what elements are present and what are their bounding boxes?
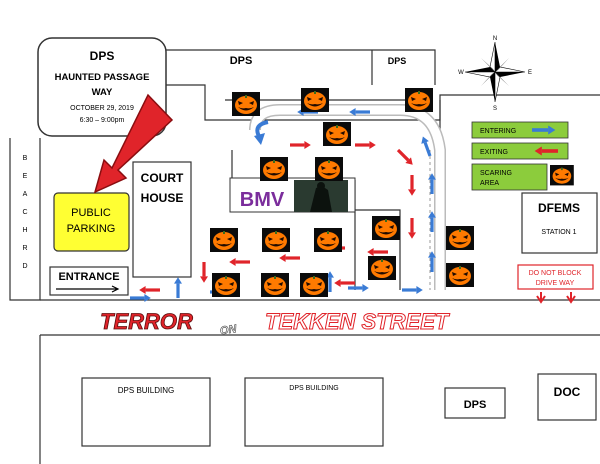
notice-line1: DO NOT BLOCK — [529, 270, 582, 277]
scaring-area — [315, 157, 343, 181]
exiting-arrow — [229, 258, 250, 266]
legend-exiting: EXITING — [480, 149, 508, 156]
exiting-arrow — [200, 262, 208, 283]
compass-w: W — [458, 70, 464, 76]
scaring-area — [261, 273, 289, 297]
pointer-arrow — [93, 93, 174, 194]
exiting-arrow — [395, 147, 416, 168]
compass-s: S — [493, 106, 497, 112]
exiting-arrow — [290, 141, 311, 149]
station-label: STATION 1 — [541, 229, 576, 236]
event-title-line1: DPS — [90, 49, 115, 63]
scaring-area — [210, 228, 238, 252]
bmv-building: BMV — [229, 177, 356, 213]
entering-arrow — [402, 286, 423, 294]
court-house: COURT HOUSE — [132, 161, 192, 278]
exiting-arrow — [408, 175, 416, 196]
do-not-block-sign: DO NOT BLOCK DRIVE WAY — [517, 264, 594, 304]
exiting-arrow — [367, 248, 388, 256]
scaring-area — [314, 228, 342, 252]
exiting-arrow — [408, 218, 416, 239]
scaring-area — [368, 256, 396, 280]
exiting-arrow — [334, 279, 355, 287]
event-title-box: DPS HAUNTED PASSAGE WAY OCTOBER 29, 2019… — [37, 37, 167, 137]
dps-building-left-label: DPS BUILDING — [118, 386, 174, 395]
banner-terror: TERROR — [100, 309, 193, 334]
event-title-line2: HAUNTED PASSAGE — [55, 72, 150, 83]
legend: ENTERING EXITING SCARING AREA — [471, 121, 574, 191]
dps-building-mid-label: DPS BUILDING — [289, 385, 338, 392]
entering-arrow — [130, 294, 151, 302]
entering-arrows — [130, 108, 436, 302]
event-date: OCTOBER 29, 2019 — [70, 105, 134, 112]
notice-line2: DRIVE WAY — [536, 280, 575, 287]
bottom-buildings: DPS BUILDING DPS BUILDING DPS DOC — [81, 373, 597, 447]
svg-text:H: H — [22, 227, 27, 234]
legend-entering: ENTERING — [480, 128, 516, 135]
svg-text:A: A — [23, 191, 28, 198]
bmv-label: BMV — [240, 189, 285, 211]
scaring-area — [301, 88, 329, 112]
scaring-area — [405, 88, 433, 112]
compass-n: N — [493, 36, 497, 42]
scaring-area — [212, 273, 240, 297]
event-title-line3: WAY — [92, 87, 113, 98]
svg-text:E: E — [23, 173, 28, 180]
exiting-arrow — [355, 141, 376, 149]
court-house-line1: COURT — [141, 171, 184, 185]
svg-text:D: D — [22, 263, 27, 270]
event-time: 6:30 – 9:00pm — [80, 117, 125, 124]
exiting-arrow — [139, 286, 160, 294]
compass-rose: N S E W — [458, 36, 532, 112]
entering-arrow — [174, 277, 182, 298]
entering-arrow — [348, 284, 369, 292]
doc-label: DOC — [554, 385, 581, 399]
compass-e: E — [528, 70, 532, 76]
banner-tekken: TEKKEN STREET — [265, 309, 450, 334]
scaring-area — [262, 228, 290, 252]
scaring-area — [446, 226, 474, 250]
entrance-sign: ENTRANCE — [49, 266, 129, 296]
scaring-area — [372, 216, 400, 240]
legend-scaring-line2: AREA — [480, 180, 499, 187]
svg-text:B: B — [23, 155, 28, 162]
dps-bottom-label: DPS — [464, 399, 487, 411]
public-parking: PUBLIC PARKING — [53, 192, 130, 252]
scaring-area — [446, 263, 474, 287]
dfems-label: DFEMS — [538, 201, 580, 215]
court-house-line2: HOUSE — [141, 191, 184, 205]
parking-line1: PUBLIC — [71, 207, 111, 219]
exiting-arrow — [279, 254, 300, 262]
svg-text:R: R — [22, 245, 27, 252]
legend-scaring-line1: SCARING — [480, 170, 512, 177]
scaring-area — [232, 92, 260, 116]
scaring-area — [300, 273, 328, 297]
banner-on: ON — [219, 323, 238, 337]
svg-text:C: C — [22, 209, 27, 216]
street-banner: TERROR ON TEKKEN STREET — [100, 309, 451, 338]
entrance-label: ENTRANCE — [58, 271, 119, 283]
dps-top-left-label: DPS — [230, 55, 253, 67]
scaring-area — [323, 122, 351, 146]
dfems-station: DFEMS STATION 1 — [521, 192, 598, 254]
beach-rd-label: B E A C H R D — [22, 155, 27, 270]
parking-line2: PARKING — [67, 223, 116, 235]
scaring-area — [260, 157, 288, 181]
dps-top-right-label: DPS — [388, 56, 407, 66]
